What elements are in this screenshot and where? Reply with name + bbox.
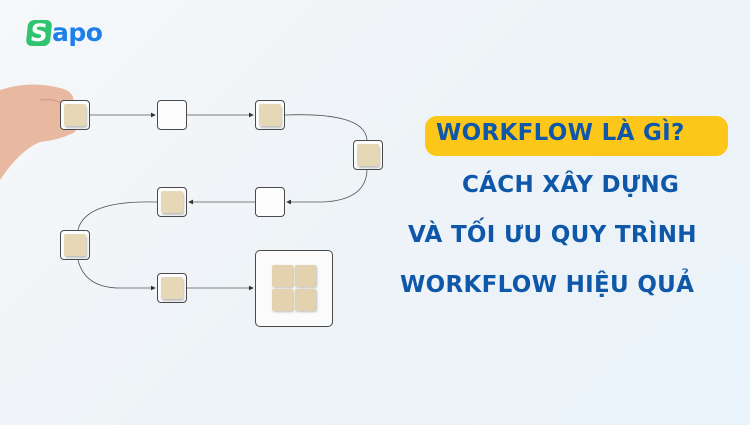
headline-line-3: WORKFLOW HIỆU QUẢ [400,272,695,298]
connector-lines [77,112,368,291]
workflow-step-8 [157,273,187,303]
workflow-step-6 [157,187,187,217]
wood-block [161,277,183,299]
workflow-final-step [255,250,333,327]
hand-icon [0,84,77,180]
workflow-diagram [0,84,383,327]
wood-block [64,234,86,256]
wood-block [357,144,379,166]
workflow-step-3 [255,100,285,130]
sapo-logo: S apo [25,18,103,47]
workflow-step-2-empty [157,100,187,130]
workflow-step-1 [60,100,90,130]
wood-block [259,104,281,126]
headline-line-2: VÀ TỐI ƯU QUY TRÌNH [408,222,697,248]
headline-title: WORKFLOW LÀ GÌ? [436,120,685,146]
workflow-step-7 [60,230,90,260]
headline-highlight [425,116,728,156]
wood-block [161,191,183,213]
headline-line-1: CÁCH XÂY DỰNG [462,172,680,198]
workflow-step-4 [353,140,383,170]
wood-block [64,104,86,126]
workflow-step-5-empty [255,187,285,217]
logo-wordmark: apo [52,18,103,47]
